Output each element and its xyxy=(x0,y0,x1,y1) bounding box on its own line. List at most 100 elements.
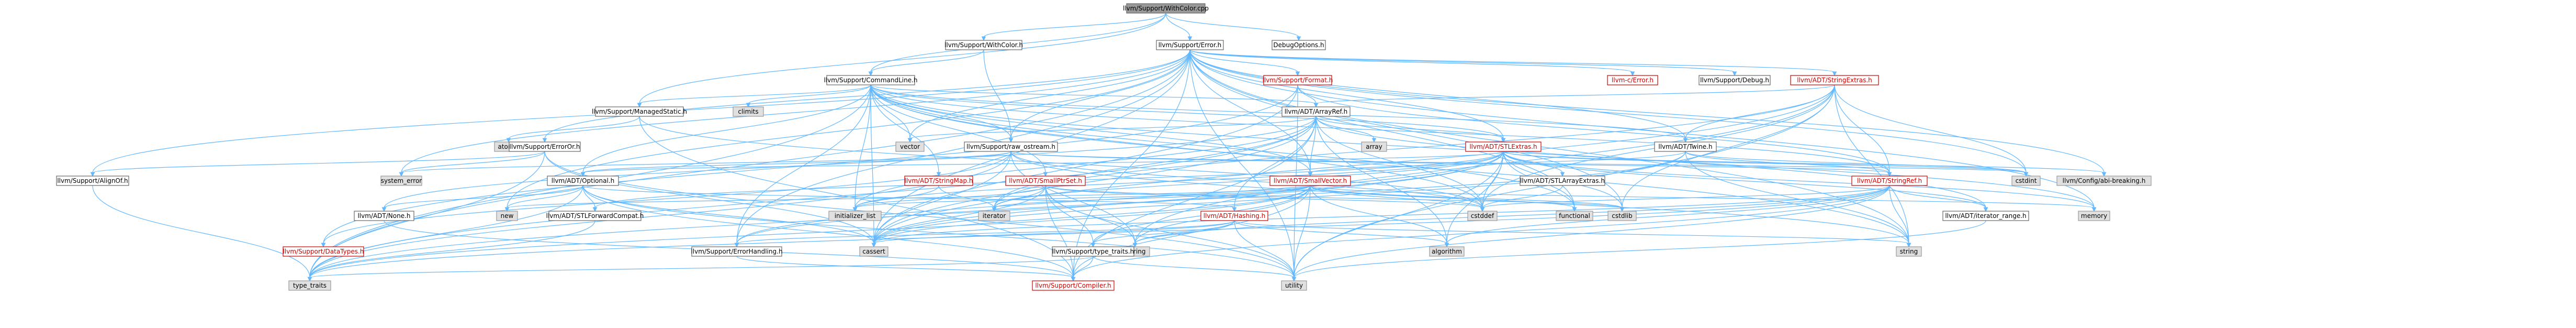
edge-commandline-to-cassert xyxy=(870,84,876,248)
node-type-traits: type_traits xyxy=(288,280,331,291)
edge-alignof-to-type_traits xyxy=(92,185,312,282)
node-debug-h[interactable]: llvm/Support/Debug.h xyxy=(1698,75,1771,85)
edge-smallvector-to-initializer_list xyxy=(852,185,1311,212)
node-label: llvm/ADT/STLForwardCompat.h xyxy=(546,212,644,220)
node-label: iterator xyxy=(983,212,1006,220)
edge-stlextras-to-cstdint xyxy=(1503,151,2029,177)
edge-type_traits_llvm-to-type_traits xyxy=(307,256,1094,282)
node-smallvector[interactable]: llvm/ADT/SmallVector.h xyxy=(1269,176,1351,186)
edge-optional-to-stlforwardcompat xyxy=(582,185,598,212)
node-errorhandling[interactable]: llvm/Support/ErrorHandling.h xyxy=(691,246,783,257)
node-debugoptions[interactable]: DebugOptions.h xyxy=(1272,40,1326,50)
node-label: llvm/Support/type_traits.h xyxy=(1052,248,1134,255)
node-compiler[interactable]: llvm/Support/Compiler.h xyxy=(1032,280,1115,291)
edge-error_h-to-debug_h xyxy=(1189,49,1737,76)
node-twine[interactable]: llvm/ADT/Twine.h xyxy=(1654,141,1717,152)
edge-commandline-to-twine xyxy=(870,84,1688,143)
edge-stringextras-to-cstdint xyxy=(1834,84,2029,177)
node-label: array xyxy=(1366,143,1382,150)
node-erroror[interactable]: llvm/Support/ErrorOr.h xyxy=(509,141,581,152)
edge-commandline-to-climits xyxy=(746,84,871,108)
node-c-error[interactable]: llvm-c/Error.h xyxy=(1607,75,1658,85)
edge-type_traits_llvm-to-utility xyxy=(1093,256,1297,282)
node-label: llvm/ADT/StringExtras.h xyxy=(1797,76,1872,84)
node-label: utility xyxy=(1285,282,1303,289)
node-withcolor-h[interactable]: llvm/Support/WithColor.h xyxy=(944,40,1023,50)
node-format-h[interactable]: llvm/Support/Format.h xyxy=(1263,75,1333,85)
node-arrayref[interactable]: llvm/ADT/ArrayRef.h xyxy=(1281,106,1351,117)
node-string: string xyxy=(1896,246,1922,257)
node-label: llvm/ADT/StringRef.h xyxy=(1857,177,1922,184)
node-managedstatic[interactable]: llvm/Support/ManagedStatic.h xyxy=(592,106,687,117)
edge-error_h-to-memory xyxy=(1189,49,2097,212)
node-label: llvm/ADT/iterator_range.h xyxy=(1945,212,2026,220)
edge-commandline-to-managedstatic xyxy=(637,84,871,108)
node-commandline[interactable]: llvm/Support/CommandLine.h xyxy=(824,75,918,85)
node-raw-ostream[interactable]: llvm/Support/raw_ostream.h xyxy=(964,141,1058,152)
edge-smallvector-to-iterator xyxy=(992,185,1311,212)
node-stringref[interactable]: llvm/ADT/StringRef.h xyxy=(1851,176,1928,186)
edge-hashing-to-string xyxy=(1234,220,1911,248)
edge-commandline-to-stringmap xyxy=(870,84,941,177)
node-label: llvm/ADT/STLArrayExtras.h xyxy=(1520,177,1605,184)
node-algorithm: algorithm xyxy=(1429,246,1465,257)
edge-smallvector-to-functional xyxy=(1310,185,1577,212)
edge-stlextras-to-optional xyxy=(580,151,1504,177)
edge-errorhandling-to-compiler xyxy=(736,256,1076,282)
node-iterator: iterator xyxy=(978,211,1010,221)
node-alignof[interactable]: llvm/Support/AlignOf.h xyxy=(56,176,129,186)
edge-managedstatic-to-atomic xyxy=(506,116,640,143)
edge-hashing-to-algorithm xyxy=(1234,220,1449,248)
edge-stringref-to-cstddef xyxy=(1480,185,1890,212)
node-label: cstddef xyxy=(1471,212,1494,220)
edge-stringref-to-iterator_range xyxy=(1889,185,1988,212)
node-label: vector xyxy=(900,143,920,150)
edge-raw_ostream-to-datatypes xyxy=(321,151,1011,248)
node-label: llvm/Support/AlignOf.h xyxy=(57,177,128,184)
edge-error_h-to-system_error xyxy=(399,49,1190,177)
node-label: llvm/Support/WithColor.h xyxy=(944,41,1023,49)
node-stlforwardcompat[interactable]: llvm/ADT/STLForwardCompat.h xyxy=(546,211,644,221)
node-stlextras[interactable]: llvm/ADT/STLExtras.h xyxy=(1465,141,1542,152)
node-cassert: cassert xyxy=(859,246,888,257)
node-none-h[interactable]: llvm/ADT/None.h xyxy=(354,211,414,221)
node-functional: functional xyxy=(1556,211,1593,221)
edge-stringextras-to-arrayref xyxy=(1313,84,1835,108)
node-label: llvm/ADT/Optional.h xyxy=(552,177,614,184)
node-iterator-range[interactable]: llvm/ADT/iterator_range.h xyxy=(1942,211,2029,221)
node-label: DebugOptions.h xyxy=(1273,41,1324,49)
node-label: type_traits xyxy=(293,282,327,289)
node-label: llvm/ADT/None.h xyxy=(357,212,410,220)
node-root[interactable]: llvm/Support/WithColor.cpp xyxy=(1123,3,1209,14)
node-optional[interactable]: llvm/ADT/Optional.h xyxy=(547,176,619,186)
edge-hashing-to-errorhandling xyxy=(734,220,1235,248)
node-label: climits xyxy=(738,108,758,115)
edge-error_h-to-stringextras xyxy=(1189,49,1837,76)
node-hashing[interactable]: llvm/ADT/Hashing.h xyxy=(1200,211,1268,221)
node-smallptrset[interactable]: llvm/ADT/SmallPtrSet.h xyxy=(1005,176,1086,186)
node-stringmap[interactable]: llvm/ADT/StringMap.h xyxy=(904,176,973,186)
node-label: llvm/Support/Error.h xyxy=(1158,41,1222,49)
edge-root-to-error_h xyxy=(1165,13,1193,41)
node-type-traits-llvm[interactable]: llvm/Support/type_traits.h xyxy=(1052,246,1134,257)
edge-root-to-withcolor_h xyxy=(981,13,1166,41)
node-compiler-breaking: llvm/Config/abi-breaking.h xyxy=(2056,176,2152,186)
node-label: llvm/Support/ManagedStatic.h xyxy=(592,108,687,115)
node-memory: memory xyxy=(2078,211,2110,221)
node-datatypes[interactable]: llvm/Support/DataTypes.h xyxy=(283,246,364,257)
node-label: llvm/Config/abi-breaking.h xyxy=(2063,177,2146,184)
node-label: cstdlib xyxy=(1612,212,1632,220)
node-error-h[interactable]: llvm/Support/Error.h xyxy=(1156,40,1224,50)
edge-withcolor_h-to-commandline xyxy=(868,49,984,76)
graph-nodes: llvm/Support/WithColor.cpp llvm/Support/W… xyxy=(56,3,2152,291)
node-label: functional xyxy=(1559,212,1590,220)
node-label: llvm/Support/DataTypes.h xyxy=(283,248,364,255)
node-stringextras[interactable]: llvm/ADT/StringExtras.h xyxy=(1790,75,1879,85)
node-label: llvm/Support/ErrorHandling.h xyxy=(691,248,782,255)
node-label: llvm/ADT/Hashing.h xyxy=(1203,212,1266,220)
edge-error_h-to-format_h xyxy=(1189,49,1300,76)
edge-erroror-to-system_error xyxy=(399,151,545,177)
node-stlarrayextras[interactable]: llvm/ADT/STLArrayExtras.h xyxy=(1520,176,1605,186)
edge-stlarrayextras-to-cstddef xyxy=(1480,185,1563,212)
node-cstdlib: cstdlib xyxy=(1607,211,1637,221)
